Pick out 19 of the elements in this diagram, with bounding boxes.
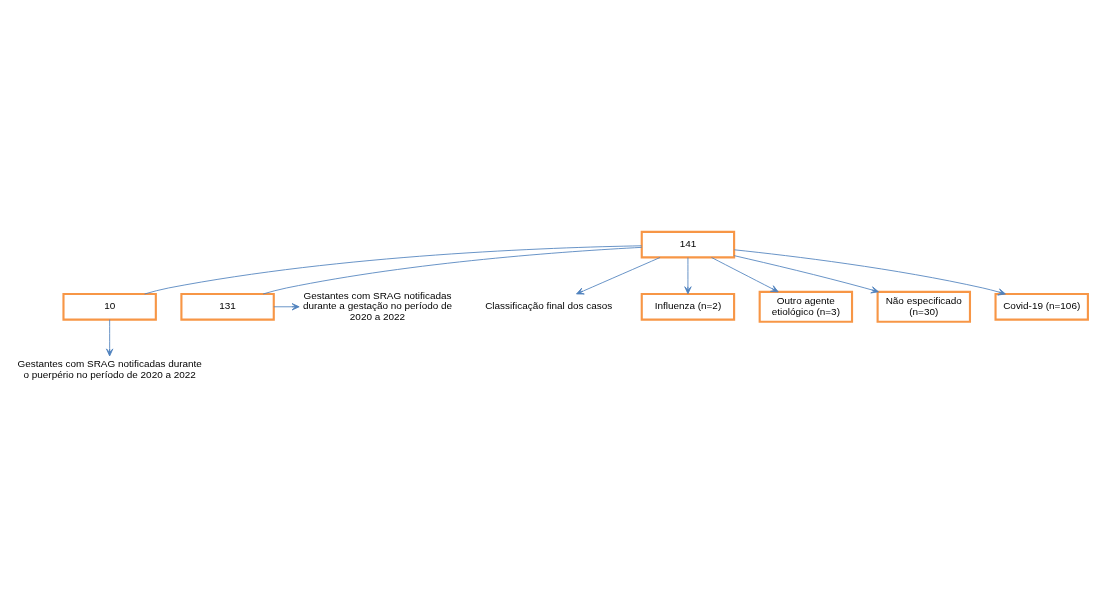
connector [262, 246, 643, 294]
arrow [576, 256, 661, 294]
arrow [684, 256, 692, 294]
node-box: 131 [180, 292, 275, 321]
node-box: 10 [62, 292, 157, 321]
connector [144, 244, 643, 294]
node-box: Influenza (n=2) [640, 292, 736, 321]
arrow [273, 302, 300, 310]
arrow [733, 254, 879, 293]
node-box: Covid-19 (n=106) [994, 292, 1089, 321]
node-text: Classificação final dos casos [485, 299, 613, 311]
arrow [711, 256, 779, 292]
node-box: 141 [640, 230, 736, 258]
arrow [733, 248, 1006, 295]
node-text: Gestantes com SRAG notificadas durante o puerpério no período de 2020 a 2022 [17, 357, 202, 380]
node-box: Não especificado (n=30) [876, 290, 972, 323]
node-text: Gestantes com SRAG notificadas durante a gestação no período de 2020 a 2022 [302, 289, 453, 322]
arrow [106, 318, 114, 356]
node-box: Outro agente etiológico (n=3) [758, 290, 854, 323]
